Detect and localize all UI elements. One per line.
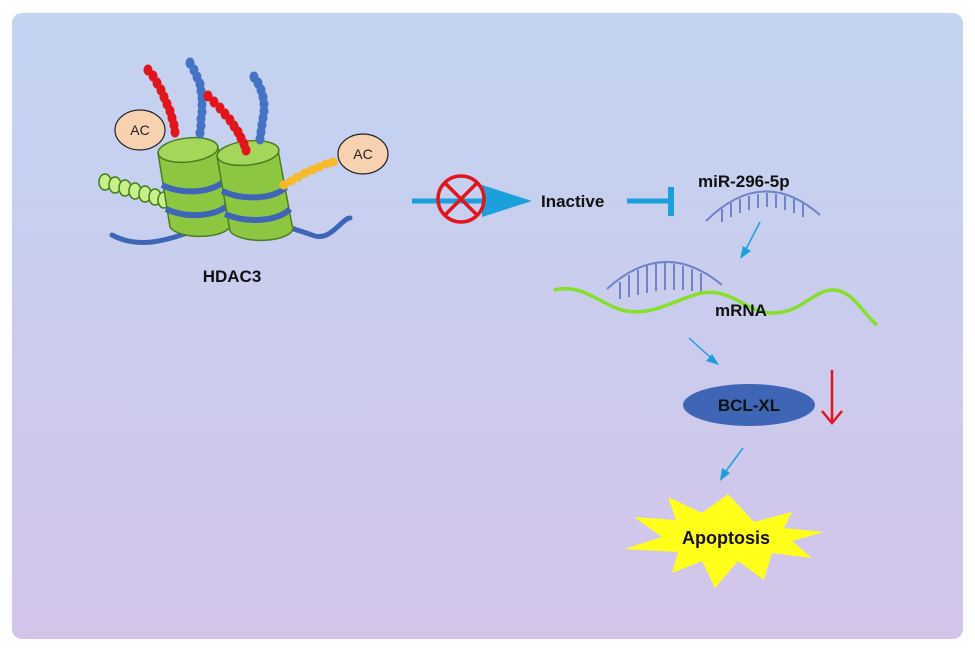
mirna-arc-bound: [606, 261, 723, 299]
arrow-mrna-to-bclxl: [688, 337, 711, 358]
pathway-group: Inactive miR-296-5p: [412, 172, 879, 588]
tail-red-left: [143, 64, 180, 138]
acetyl-tag-left-label: AC: [130, 122, 149, 138]
inactive-label: Inactive: [541, 192, 604, 211]
diagram-svg: AC AC HDAC3 Inactive miR-296-5p: [12, 13, 963, 639]
activation-arrow-head: [482, 185, 532, 217]
arrow-mirna-to-mrna-head: [740, 246, 751, 259]
tail-blue-right: [249, 71, 269, 145]
blocked-icon: [436, 174, 486, 224]
background: [12, 13, 963, 639]
arrow-bclxl-to-apoptosis-head: [720, 468, 730, 481]
diagram-canvas: AC AC HDAC3 Inactive miR-296-5p: [12, 13, 963, 639]
acetyl-tag-right-label: AC: [353, 146, 372, 162]
bclxl-node: [683, 384, 815, 426]
arrow-bclxl-to-apoptosis: [725, 447, 744, 472]
mirna-label: miR-296-5p: [698, 172, 790, 191]
acetyl-tag-right: [337, 133, 389, 175]
mrna-label: mRNA: [715, 301, 767, 320]
acetyl-tag-left: [114, 109, 166, 151]
arrow-mrna-to-bclxl-head: [706, 354, 719, 365]
bclxl-label: BCL-XL: [718, 396, 780, 415]
mrna-strand: [553, 286, 879, 327]
apoptosis-burst: [624, 494, 824, 588]
hdac3-label: HDAC3: [203, 267, 262, 286]
tail-yellow: [279, 157, 338, 190]
apoptosis-label: Apoptosis: [682, 528, 770, 548]
nucleosome-group: AC AC HDAC3: [98, 57, 389, 286]
green-bead-chain: [98, 173, 171, 209]
tail-red-right: [203, 90, 251, 156]
decrease-arrow-head: [821, 410, 843, 425]
mirna-arc-top: [705, 190, 821, 222]
tail-blue-left: [185, 57, 207, 139]
arrow-mirna-to-mrna: [745, 221, 761, 250]
